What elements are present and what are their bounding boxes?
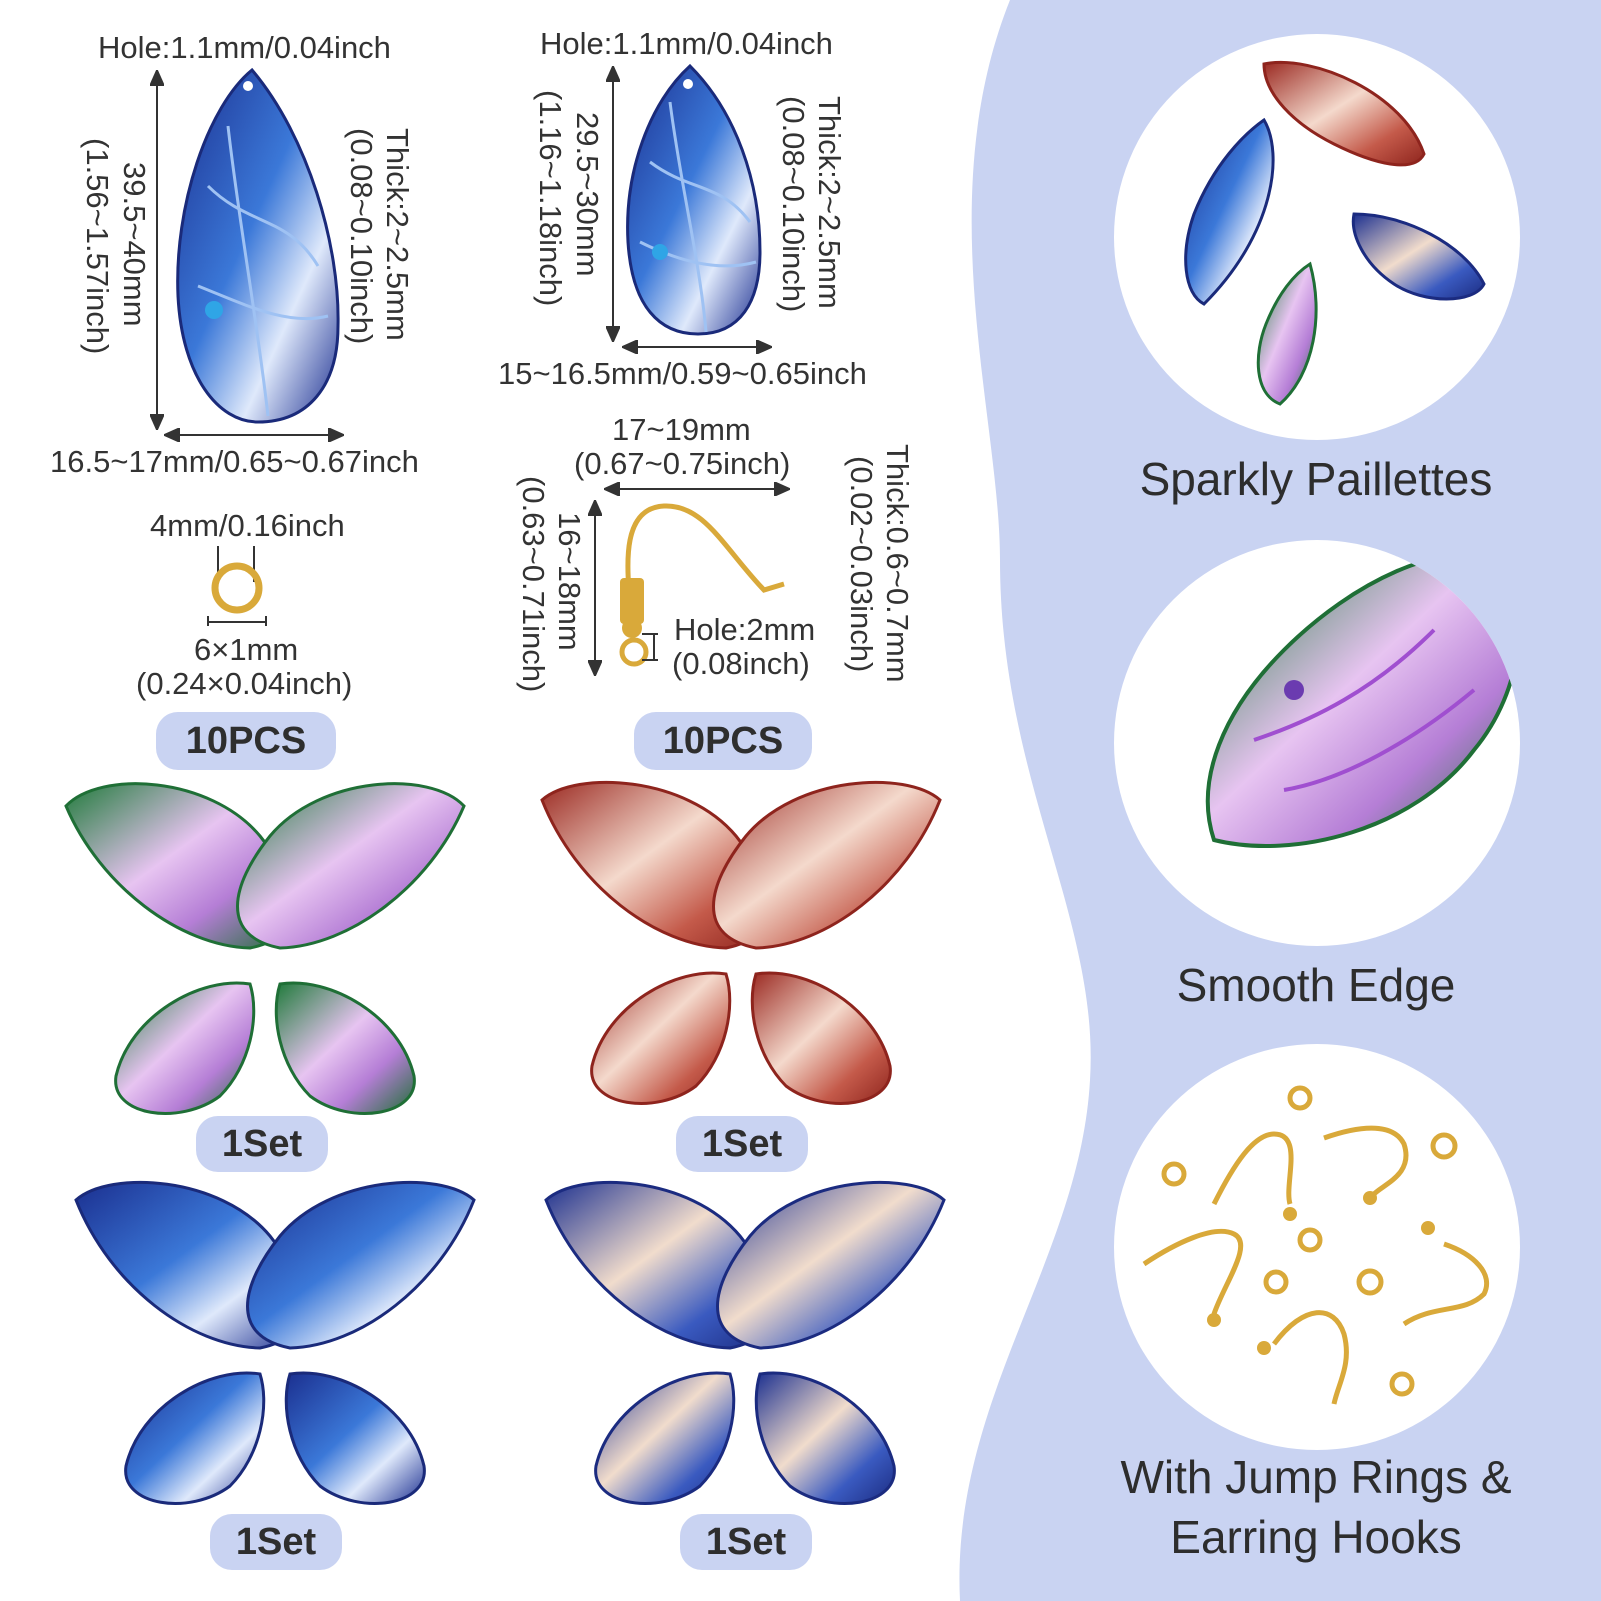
ring-inner-label: 4mm/0.16inch — [150, 508, 345, 543]
hook-width-in: (0.67~0.75inch) — [574, 446, 791, 481]
hook-height-arrow-icon — [588, 500, 602, 676]
blue-set-badge: 1Set — [210, 1514, 342, 1570]
navy-wing-set-icon — [544, 1180, 946, 1505]
green-wing-set-icon — [64, 782, 466, 1115]
hook-thick-in: (0.02~0.03inch) — [844, 456, 880, 673]
large-width-label: 16.5~17mm/0.65~0.67inch — [50, 444, 419, 479]
small-thick-in: (0.08~0.10inch) — [776, 96, 812, 313]
jump-ring-icon — [207, 546, 267, 626]
rings-quantity-badge: 10PCS — [156, 712, 336, 770]
large-height-in: (1.56~1.57inch) — [80, 138, 116, 355]
feature-rings-hooks-label-line1: With Jump Rings & — [1120, 1451, 1512, 1503]
hook-thick-mm: Thick:0.6~0.7mm — [880, 444, 916, 683]
large-width-arrow-icon — [164, 428, 344, 442]
large-thick-mm: Thick:2~2.5mm — [380, 128, 416, 341]
small-height-mm: 29.5~30mm — [570, 112, 606, 277]
red-set-badge: 1Set — [676, 1116, 808, 1172]
ring-outer-mm: 6×1mm — [194, 632, 299, 667]
hook-height-in: (0.63~0.71inch) — [516, 476, 552, 693]
smooth-edge-feature-circle — [1114, 540, 1520, 946]
hook-width-mm: 17~19mm — [612, 412, 751, 447]
large-hole-label: Hole:1.1mm/0.04inch — [98, 30, 391, 65]
hooks-quantity-badge: 10PCS — [634, 712, 812, 770]
red-wing-set-icon — [540, 780, 942, 1105]
small-thick-mm: Thick:2~2.5mm — [812, 96, 848, 309]
small-width-label: 15~16.5mm/0.59~0.65inch — [498, 356, 867, 391]
sparkly-feature-circle — [1114, 34, 1520, 440]
smooth-edge-wing-icon — [1205, 552, 1520, 848]
rings-and-hooks-icon — [1142, 1085, 1490, 1405]
hook-height-mm: 16~18mm — [552, 512, 588, 651]
large-thick-in: (0.08~0.10inch) — [344, 128, 380, 345]
blue-wing-set-icon — [74, 1180, 476, 1505]
hook-hole-in: (0.08inch) — [672, 646, 810, 681]
large-wing-pendant-icon — [176, 67, 340, 424]
small-wing-pendant-icon — [626, 63, 762, 336]
sparkly-wings-icon — [1184, 61, 1486, 406]
small-hole-label: Hole:1.1mm/0.04inch — [540, 26, 833, 61]
feature-rings-hooks-label-line2: Earring Hooks — [1170, 1511, 1462, 1563]
small-height-in: (1.16~1.18inch) — [533, 90, 569, 307]
earring-hook-icon — [619, 503, 785, 667]
small-width-arrow-icon — [622, 340, 772, 354]
large-height-mm: 39.5~40mm — [117, 162, 153, 327]
hook-width-arrow-icon — [604, 482, 790, 496]
small-height-arrow-icon — [606, 66, 620, 342]
feature-smooth-edge-label: Smooth Edge — [1176, 959, 1456, 1011]
large-height-arrow-icon — [150, 70, 164, 430]
feature-sparkly-label: Sparkly Paillettes — [1139, 453, 1493, 505]
hook-hole-mm: Hole:2mm — [674, 612, 816, 647]
jump-rings-hooks-feature-circle — [1114, 1044, 1520, 1450]
ring-outer-in: (0.24×0.04inch) — [136, 666, 353, 701]
green-set-badge: 1Set — [196, 1116, 328, 1172]
navy-set-badge: 1Set — [680, 1514, 812, 1570]
